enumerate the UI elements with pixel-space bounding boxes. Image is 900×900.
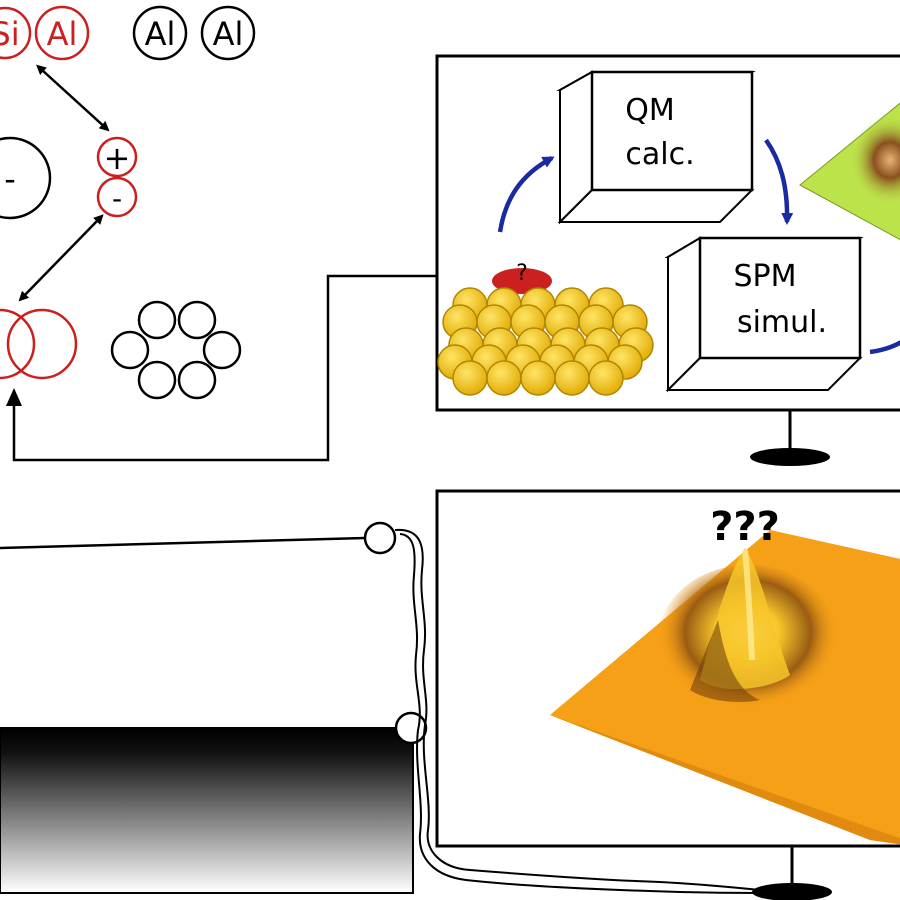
surface-question-marks: ??? xyxy=(710,504,780,550)
atom-si: Si xyxy=(0,6,32,60)
qm-label-line1: QM xyxy=(625,93,675,128)
top-monitor-base xyxy=(750,448,830,466)
spm-label-line1: SPM xyxy=(733,259,796,294)
gold-atom-slab xyxy=(437,287,654,396)
qm-calc-box: QM calc. xyxy=(556,70,756,225)
gold-atom xyxy=(486,360,522,396)
arrow-al-to-dipole xyxy=(36,64,110,132)
atom-al-red-label: Al xyxy=(47,15,78,53)
connector-line xyxy=(12,271,480,462)
atom-si-label: Si xyxy=(0,15,20,53)
qm-label-line2: calc. xyxy=(625,137,694,172)
dipole-plus-label: + xyxy=(104,139,131,177)
gold-atom xyxy=(588,360,624,396)
negative-charge-circle: - xyxy=(0,136,52,220)
cantilever-line xyxy=(0,536,366,550)
atom-al-1-label: Al xyxy=(145,15,176,53)
blue-arrow-spm-out xyxy=(869,340,900,355)
red-circle-pair xyxy=(0,308,78,380)
atom-al-red: Al xyxy=(34,5,90,61)
gold-atom xyxy=(520,360,556,396)
cantilever-pivot-top xyxy=(363,521,397,555)
gold-atom xyxy=(452,360,488,396)
dipole: + - xyxy=(96,136,138,218)
atom-al-black-1: Al xyxy=(132,5,188,61)
cable-1 xyxy=(394,528,761,891)
atom-al-black-2: Al xyxy=(200,5,256,61)
atom-al-2-label: Al xyxy=(213,15,244,53)
arrowhead-up-to-pair xyxy=(6,388,22,406)
cantilever-pivot-bottom xyxy=(394,711,428,745)
adsorbate-question-label: ? xyxy=(516,261,528,286)
dipole-minus-label: - xyxy=(112,182,122,215)
tip-holder-block xyxy=(0,727,414,894)
cable-2 xyxy=(399,533,761,894)
blue-arrow-qm-to-spm xyxy=(764,138,794,225)
gold-atom xyxy=(554,360,590,396)
spm-label-line2: simul. xyxy=(737,305,827,340)
negative-charge-label: - xyxy=(4,160,16,198)
arrow-dipole-to-pair xyxy=(18,214,104,302)
measured-surface xyxy=(550,530,900,845)
blue-arrow-to-qm xyxy=(497,156,555,233)
simulated-surface xyxy=(799,102,900,241)
bottom-monitor-base xyxy=(752,883,832,900)
hexagonal-ring xyxy=(110,300,242,400)
spm-simul-box: SPM simul. xyxy=(664,236,864,393)
